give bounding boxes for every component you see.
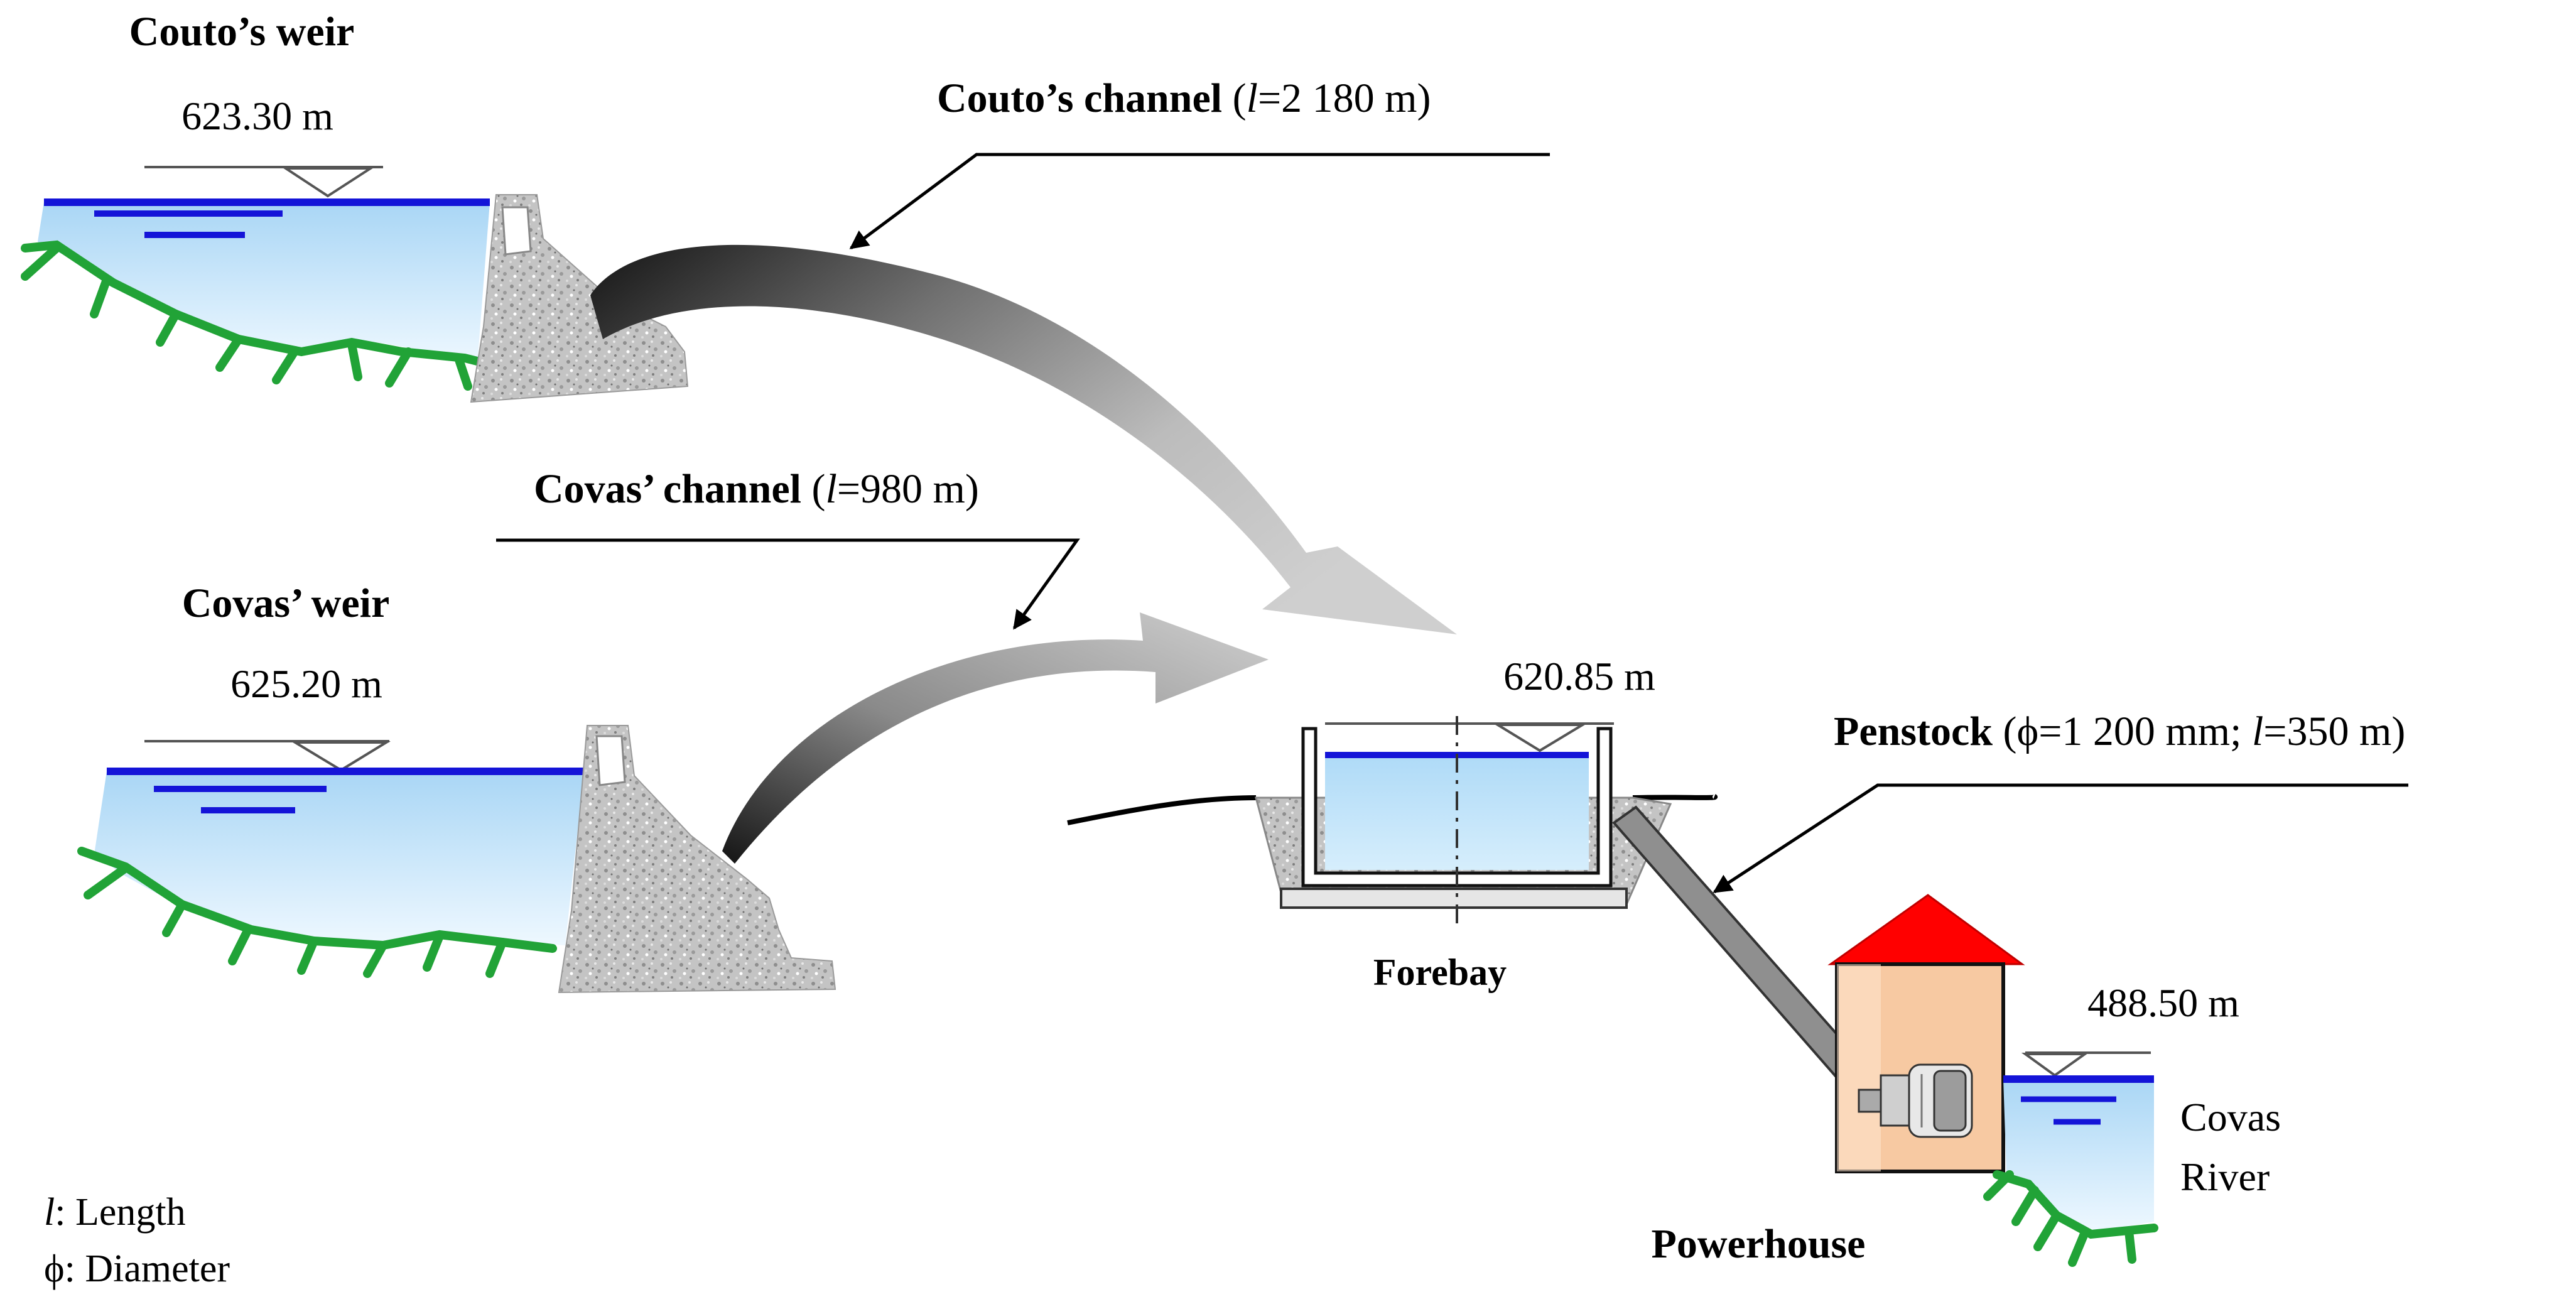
turbine-generator-icon (1858, 1063, 1973, 1138)
legend: l: Length ϕ: Diameter (44, 1191, 230, 1290)
forebay-label: Forebay (1373, 952, 1507, 993)
penstock-diameter: ϕ=1 200 mm; (2016, 709, 2251, 754)
couto-channel-pointer (849, 153, 1550, 250)
river-label-line1: Covas (2180, 1095, 2281, 1139)
powerhouse: Powerhouse (1652, 894, 2025, 1267)
penstock-name: Penstock (1834, 709, 1993, 754)
covas-channel-pointer (496, 538, 1080, 630)
couto-weir: Couto’s weir 623.30 m (21, 9, 689, 403)
couto-weir-level: 623.30 m (181, 94, 333, 138)
powerhouse-label: Powerhouse (1652, 1221, 1866, 1267)
powerhouse-roof (1827, 894, 2025, 965)
covas-channel-label: Covas’ channel (l=980 m) (496, 466, 1080, 630)
river-label-line2: River (2180, 1154, 2270, 1199)
couto-channel-text: Couto’s channel (l=2 180 m) (937, 75, 1431, 121)
couto-reservoir-water (38, 202, 490, 364)
river-grass (1983, 1170, 2158, 1267)
covas-channel-l-symbol: l (825, 466, 836, 512)
penstock-l-symbol: l (2252, 709, 2263, 754)
covas-grass (77, 847, 557, 978)
covas-channel-arrow (722, 612, 1269, 864)
couto-grass (21, 240, 494, 391)
river-level-marker (2021, 1051, 2151, 1077)
legend-length: l: Length (44, 1191, 186, 1234)
forebay: 620.85 m Forebay (1067, 654, 1718, 993)
forebay-water (1325, 754, 1589, 870)
couto-level-marker (144, 166, 383, 198)
penstock-length: =350 m) (2263, 709, 2405, 754)
covas-weir: Covas’ weir 625.20 m (77, 580, 836, 994)
forebay-level: 620.85 m (1503, 654, 1655, 698)
penstock-text: Penstock (ϕ=1 200 mm; l=350 m) (1834, 709, 2405, 754)
covas-weir-level: 625.20 m (230, 661, 382, 706)
covas-level-marker (144, 740, 391, 772)
covas-channel-text: Covas’ channel (l=980 m) (534, 466, 979, 512)
covas-dam (558, 725, 836, 994)
couto-channel-l-symbol: l (1247, 75, 1258, 121)
legend-length-symbol: l (44, 1191, 55, 1234)
penstock-pointer (1713, 783, 2408, 894)
penstock: Penstock (ϕ=1 200 mm; l=350 m) (1612, 709, 2408, 1101)
couto-weir-title: Couto’s weir (129, 9, 355, 55)
river-level: 488.50 m (2087, 980, 2239, 1025)
covas-river: 488.50 m Covas River (1983, 980, 2281, 1267)
couto-channel-arrow (590, 244, 1457, 634)
couto-channel-length: =2 180 m) (1258, 75, 1431, 121)
covas-channel-length: =980 m) (837, 466, 979, 512)
legend-diameter: ϕ: Diameter (44, 1247, 230, 1290)
couto-channel-label: Couto’s channel (l=2 180 m) (849, 75, 1550, 250)
covas-reservoir-water (94, 771, 584, 945)
covas-channel-name: Covas’ channel (534, 466, 801, 512)
legend-length-text: : Length (55, 1191, 185, 1234)
forebay-level-marker (1325, 722, 1614, 752)
couto-channel-name: Couto’s channel (937, 75, 1222, 121)
covas-weir-title: Covas’ weir (182, 580, 390, 626)
